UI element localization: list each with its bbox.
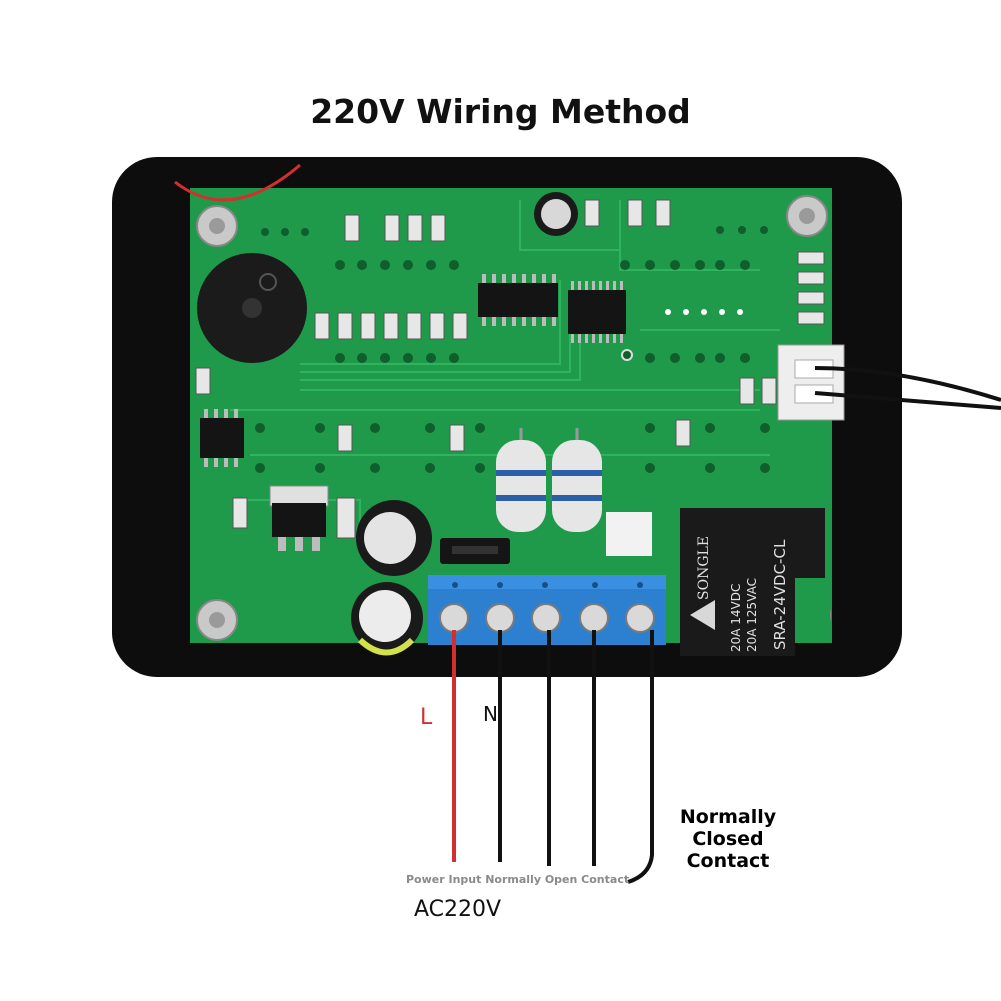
sensor-wire-arc bbox=[174, 163, 301, 202]
relay-rating-1: 20A 14VDC bbox=[729, 584, 743, 652]
sensor-cable bbox=[814, 366, 1001, 402]
pcb-pads bbox=[255, 226, 770, 473]
capacitor-small bbox=[534, 192, 578, 236]
relay-rating-2: 20A 125VAC bbox=[745, 578, 759, 652]
terminal-caption: Power Input Normally Open Contact bbox=[406, 873, 630, 886]
relay: SONGLE 20A 14VDC 20A 125VAC SRA-24VDC-CL bbox=[670, 490, 830, 656]
pcb-traces bbox=[230, 200, 780, 550]
normally-closed-label: Normally Closed Contact bbox=[679, 806, 777, 872]
smd-resistors bbox=[195, 199, 825, 539]
power-resistors bbox=[496, 428, 602, 532]
wires bbox=[452, 630, 654, 884]
relay-model: SRA-24VDC-CL bbox=[771, 539, 789, 650]
relay-brand: SONGLE bbox=[696, 536, 712, 600]
ic-chips bbox=[200, 274, 626, 467]
buzzer bbox=[197, 253, 307, 363]
live-label: L bbox=[420, 705, 433, 730]
header-holes bbox=[621, 309, 743, 361]
capacitor-large bbox=[351, 500, 432, 656]
neutral-label: N bbox=[483, 702, 498, 726]
sensor-connector bbox=[777, 344, 1001, 421]
terminal-screws[interactable] bbox=[439, 603, 655, 633]
terminal-block[interactable] bbox=[428, 575, 666, 645]
voltage-regulator bbox=[269, 485, 329, 551]
diagram-title: 220V Wiring Method bbox=[310, 92, 691, 131]
wire-nc bbox=[627, 630, 654, 884]
supply-label: AC220V bbox=[414, 897, 502, 922]
